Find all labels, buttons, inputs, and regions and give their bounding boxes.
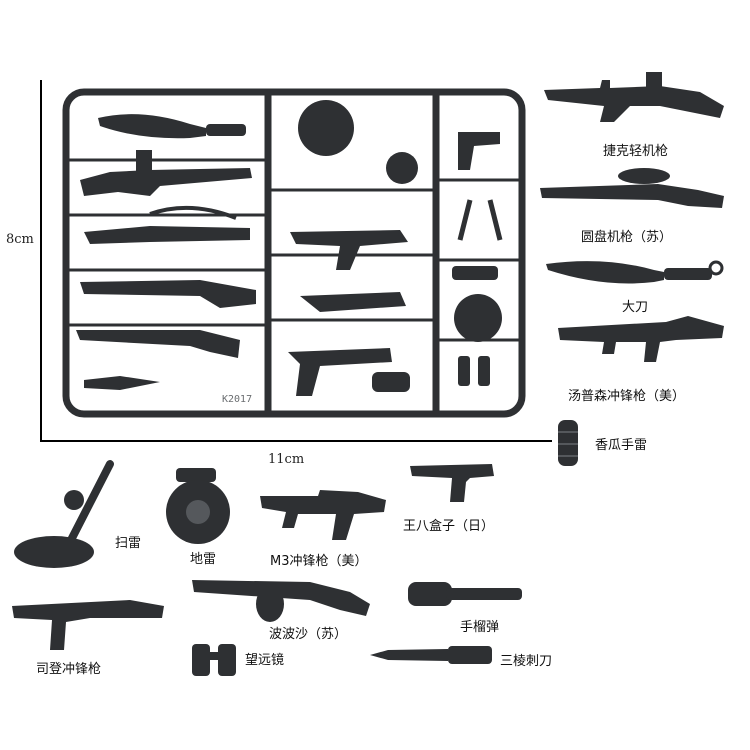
label-ppsh: 波波沙（苏） bbox=[269, 627, 348, 642]
label-m3-smg: M3冲锋枪（美） bbox=[270, 554, 368, 569]
sprue-fork-icon bbox=[457, 199, 503, 241]
height-dimension-label: 8cm bbox=[6, 232, 34, 247]
sprue-smg2-icon bbox=[300, 292, 406, 312]
disc-mg-icon bbox=[540, 168, 724, 208]
sprue-m3-icon bbox=[288, 348, 392, 396]
label-thompson: 汤普森冲锋枪（美） bbox=[568, 389, 686, 404]
label-czech-lmg: 捷克轻机枪 bbox=[603, 144, 669, 159]
label-sten-smg: 司登冲锋枪 bbox=[36, 662, 102, 677]
sprue-rifle-icon bbox=[84, 226, 250, 244]
bayonet-icon bbox=[370, 646, 492, 664]
label-disc-mg: 圆盘机枪（苏） bbox=[581, 230, 673, 245]
label-bayonet: 三棱刺刀 bbox=[500, 654, 553, 669]
width-ruler bbox=[40, 440, 552, 442]
mine-detector-icon bbox=[14, 460, 114, 568]
m3-smg-icon bbox=[260, 490, 386, 540]
sprue-rifle2-icon bbox=[80, 280, 256, 308]
sprue-mine-icon bbox=[454, 294, 502, 342]
sprue-smg-icon bbox=[290, 230, 408, 270]
width-dimension-label: 11cm bbox=[268, 452, 305, 467]
sprue-lmg-icon bbox=[80, 168, 252, 196]
label-pineapple-grenade: 香瓜手雷 bbox=[595, 438, 648, 453]
ppsh-icon bbox=[192, 580, 370, 622]
sprue-rifle3-icon bbox=[76, 330, 240, 358]
sprue-drum-icon bbox=[298, 100, 354, 156]
label-landmine: 地雷 bbox=[190, 552, 217, 567]
czech-lmg-icon bbox=[544, 72, 724, 122]
landmine-icon bbox=[166, 468, 230, 544]
sprue-frame bbox=[62, 88, 526, 418]
sprue-broadsword-icon bbox=[98, 114, 206, 139]
sten-smg-icon bbox=[12, 600, 164, 650]
sprue-pistol-icon bbox=[458, 132, 500, 170]
label-broadsword: 大刀 bbox=[622, 300, 649, 315]
label-binoculars: 望远镜 bbox=[245, 653, 285, 668]
nambu-pistol-icon bbox=[410, 464, 494, 502]
label-hand-grenade: 手榴弹 bbox=[460, 620, 500, 635]
thompson-icon bbox=[558, 316, 724, 362]
height-ruler bbox=[40, 80, 42, 442]
broadsword-icon bbox=[546, 260, 724, 284]
label-mine-detector: 扫雷 bbox=[115, 536, 142, 551]
binoculars-icon bbox=[192, 644, 236, 676]
pineapple-grenade-icon bbox=[558, 420, 578, 466]
label-nambu-pistol: 王八盒子（日） bbox=[403, 519, 495, 534]
sprue-bayonet-icon bbox=[84, 376, 160, 390]
hand-grenade-icon bbox=[408, 582, 522, 606]
sprue-mold-code: K2017 bbox=[222, 394, 252, 405]
